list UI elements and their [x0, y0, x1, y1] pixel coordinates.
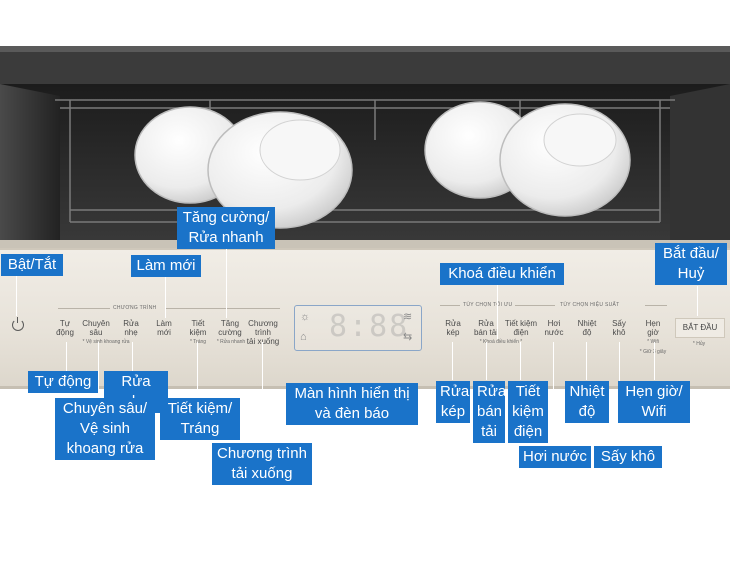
top-frame: [0, 46, 730, 86]
tub-right-wall: [670, 84, 730, 250]
callout-boost: Tăng cường/ Rửa nhanh: [177, 207, 275, 249]
callout-half: Rửa bán tải: [473, 381, 506, 443]
group-program-header: CHƯƠNG TRÌNH: [113, 305, 157, 311]
display-panel: ☼ ⌂ 8:88 ≋ ⇆: [294, 305, 422, 351]
callout-double: Rửa kép: [436, 381, 470, 423]
machine-clean-sub: * Vệ sinh khoang rửa: [82, 339, 130, 345]
callout-timer: Hẹn giờ/ Wifi: [618, 381, 690, 423]
power-button[interactable]: [12, 317, 24, 331]
callout-eco: Tiết kiệm/ Tráng: [160, 398, 240, 440]
callout-intensive: Chuyên sâu/ Vệ sinh khoang rửa: [55, 398, 155, 460]
callout-display: Màn hình hiển thị và đèn báo: [286, 383, 418, 425]
sun-icon: ☼: [300, 311, 311, 323]
hold-sub: * Giữ 3 giây: [639, 349, 667, 355]
rinse-sub: * Tráng: [189, 339, 207, 345]
start-button[interactable]: BẮT ĐẦU: [675, 318, 725, 338]
wifi-sub: * Wifi: [647, 339, 659, 345]
group-options-header: TÙY CHỌN TỐI ƯU: [463, 302, 513, 308]
callout-lock: Khoá điều khiển: [440, 263, 564, 285]
callout-save: Tiết kiệm điện: [508, 381, 548, 443]
temperature-button[interactable]: Nhiệt độ: [577, 319, 597, 337]
callout-steam: Hơi nước: [519, 446, 591, 468]
callout-power: Bật/Tắt: [1, 254, 63, 276]
segment-display: 8:88: [329, 309, 410, 344]
steam-button[interactable]: Hơi nước: [544, 319, 564, 337]
download-program-button[interactable]: Chương trình tải xuống: [246, 319, 280, 346]
quick-sub: * Rửa nhanh: [216, 339, 246, 345]
boost-button[interactable]: Tăng cường: [218, 319, 242, 337]
tub-left-wall: [0, 84, 60, 250]
eco-button[interactable]: Tiết kiệm: [189, 319, 207, 337]
delicate-button[interactable]: Rửa nhẹ: [123, 319, 139, 337]
double-wash-button[interactable]: Rửa kép: [445, 319, 461, 337]
half-load-button[interactable]: Rửa bán tải: [473, 319, 499, 337]
sync-icon: ⇆: [403, 331, 413, 343]
lock-sub: * Khoá điều khiển *: [479, 339, 523, 345]
refresh-button[interactable]: Làm mới: [156, 319, 172, 337]
callout-dry: Sấy khô: [594, 446, 662, 468]
callout-auto: Tự động: [28, 371, 98, 393]
bag-icon: ⌂: [300, 331, 307, 343]
timer-button[interactable]: Hẹn giờ: [645, 319, 661, 337]
callout-temp: Nhiệt độ: [565, 381, 609, 423]
callout-start: Bắt đầu/ Huỷ: [655, 243, 727, 285]
energy-save-button[interactable]: Tiết kiệm điện: [504, 319, 538, 337]
wifi-icon: ≋: [403, 311, 413, 323]
cancel-sub: * Hủy: [692, 341, 706, 347]
group-efficiency-header: TÙY CHỌN HIỆU SUẤT: [560, 302, 620, 308]
callout-refresh: Làm mới: [131, 255, 201, 277]
intensive-button[interactable]: Chuyên sâu: [82, 319, 110, 337]
auto-button[interactable]: Tự động: [56, 319, 74, 337]
callout-download: Chương trình tải xuống: [212, 443, 312, 485]
dry-button[interactable]: Sấy khô: [612, 319, 626, 337]
